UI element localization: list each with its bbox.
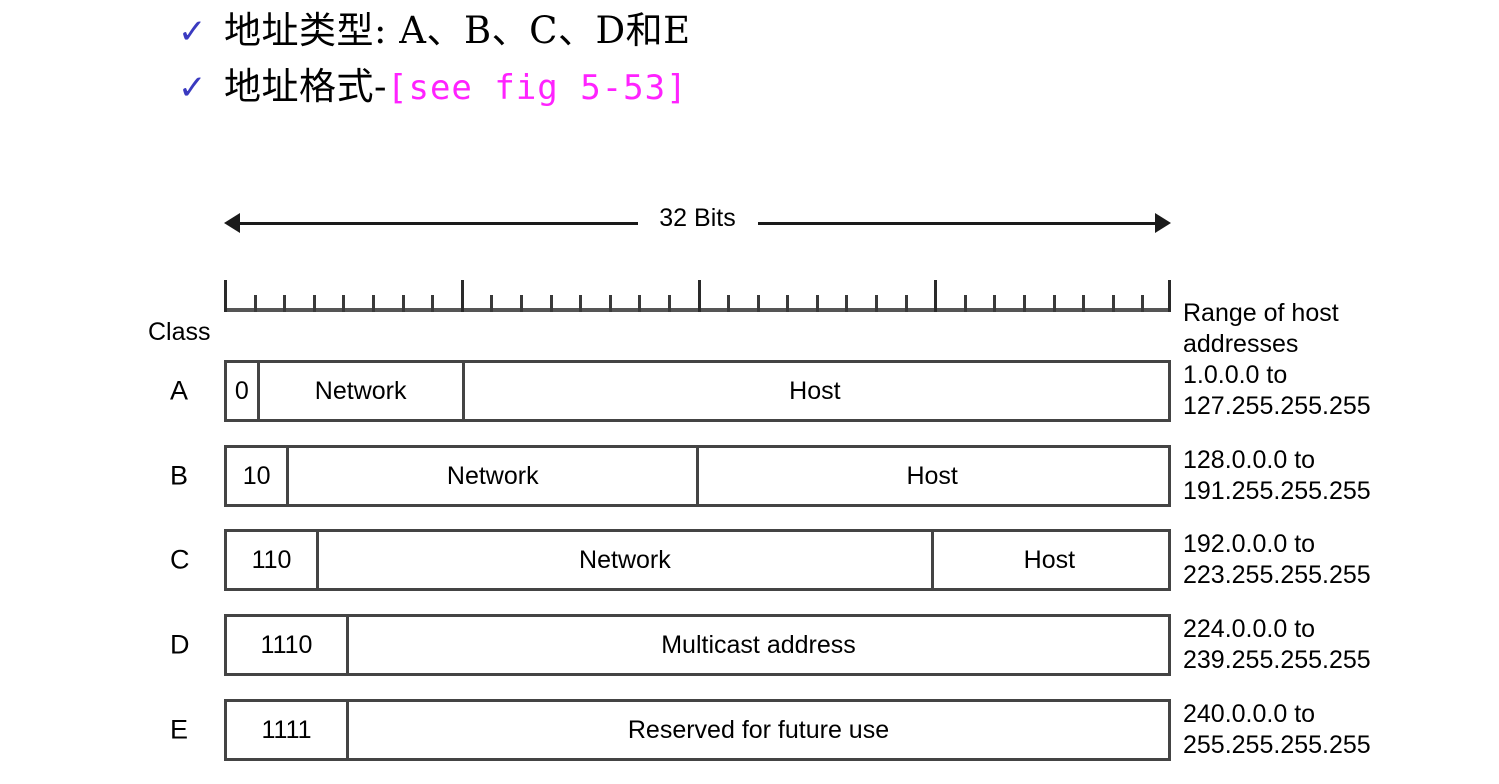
bullet-text-label: 地址格式- [224,65,388,108]
class-row: B 10 Network Host 128.0.0.0 to 191.255.255.2… [0,445,1499,507]
prefix-bits-cell: 110 [227,532,316,588]
field-cell: Multicast address [346,617,1168,673]
ruler-tick-minor [667,295,671,312]
checkmark-icon: ✓ [178,68,207,108]
bit-width-arrow: 32 Bits [224,204,1171,236]
field-cell: Host [696,448,1165,504]
ruler-tick-minor [608,295,612,312]
ruler-tick-minor [1141,295,1145,312]
field-label: Network [579,545,671,574]
ruler-tick-minor [815,295,819,312]
ruler-tick-minor [963,295,967,312]
ruler-tick-minor [371,295,375,312]
ruler-tick-major [934,280,938,312]
field-cell: Host [461,363,1165,419]
arrow-head-right-icon [1155,213,1171,233]
class-letter: D [170,629,190,660]
prefix-bits-cell: 1111 [227,702,346,758]
field-label: 110 [251,545,292,574]
ruler-tick-minor [845,295,849,312]
ruler-tick-minor [993,295,997,312]
field-cell: Network [316,532,931,588]
ruler-tick-minor [786,295,790,312]
ruler-tick-minor [549,295,553,312]
class-row: D 1110 Multicast address 224.0.0.0 to 239.2… [0,614,1499,676]
ruler-tick-minor [756,295,760,312]
arrow-line-left [234,222,638,225]
ruler-tick-major [460,280,464,312]
field-label: 1110 [260,630,313,659]
ruler-tick-minor [904,295,908,312]
field-label: Host [789,376,841,405]
ruler-tick-minor [1111,295,1115,312]
address-range: 1.0.0.0 to 127.255.255.255 [1183,361,1371,420]
figure-reference: [see fig 5-53] [387,68,688,108]
ruler-tick-minor [1052,295,1056,312]
bullet-text-address-format: 地址格式-[see fig 5-53] [224,56,688,110]
class-row-fields: 0 Network Host [224,360,1171,422]
field-label: Network [314,376,407,405]
address-range: 224.0.0.0 to 239.255.255.255 [1183,615,1371,674]
address-range: 240.0.0.0 to 255.255.255.255 [1183,700,1371,759]
ruler-tick-major [224,280,227,312]
ruler-tick-minor [638,295,642,312]
class-row: C 110 Network Host 192.0.0.0 to 223.255.255.… [0,529,1499,591]
field-label: Multicast address [661,630,856,659]
ruler-tick-minor [490,295,494,312]
field-cell: Network [256,363,462,419]
ruler-tick-minor [283,295,287,312]
class-row-fields: 110 Network Host [224,529,1171,591]
class-row-fields: 10 Network Host [224,445,1171,507]
class-row: E 1111 Reserved for future use 240.0.0.0 to… [0,699,1499,761]
ruler-tick-minor [1082,295,1086,312]
bullet-item-address-format: ✓ 地址格式-[see fig 5-53] [0,56,1499,112]
class-letter: B [170,460,189,491]
arrow-line-right [757,222,1161,225]
bit-width-label: 32 Bits [637,204,758,233]
ruler-tick-minor [1023,295,1027,312]
field-label: Host [1023,545,1076,574]
address-range: 192.0.0.0 to 223.255.255.255 [1183,530,1371,589]
ruler-tick-minor [727,295,731,312]
ruler-tick-minor [342,295,346,312]
range-column-header: Range of host addresses [1183,299,1339,358]
ruler-tick-minor [401,295,405,312]
bullet-item-address-type: ✓ 地址类型: A、B、C、D和E [0,0,1499,56]
class-letter: A [170,375,189,406]
address-range: 128.0.0.0 to 191.255.255.255 [1183,446,1371,505]
ruler-tick-minor [875,295,879,312]
field-cell: Reserved for future use [346,702,1168,758]
class-letter: C [170,544,190,575]
class-row: A 0 Network Host 1.0.0.0 to 127.255.255.255 [0,360,1499,422]
field-label: 0 [234,376,249,405]
prefix-bits-cell: 1110 [227,617,346,673]
field-cell: Host [930,532,1165,588]
ruler-tick-minor [431,295,435,312]
prefix-bits-cell: 10 [227,448,286,504]
field-cell: Network [286,448,696,504]
class-column-header: Class [148,318,211,346]
ruler-tick-major [697,280,701,312]
ip-address-class-diagram: 32 Bits Class Range of host addresses A 0… [0,150,1499,784]
field-label: 10 [242,461,271,490]
ruler-tick-minor [519,295,523,312]
field-label: Network [446,461,539,490]
class-row-fields: 1111 Reserved for future use [224,699,1171,761]
field-label: 1111 [261,715,312,744]
field-label: Reserved for future use [627,715,890,744]
checkmark-icon: ✓ [178,12,207,52]
bit-ruler [224,278,1171,312]
ruler-tick-minor [312,295,316,312]
prefix-bits-cell: 0 [227,363,257,419]
arrow-head-left-icon [224,213,240,233]
ruler-tick-minor [579,295,583,312]
ruler-tick-major [1168,280,1171,312]
field-label: Host [906,461,958,490]
class-letter: E [170,714,189,745]
bullet-text-address-type: 地址类型: A、B、C、D和E [224,9,691,52]
class-row-fields: 1110 Multicast address [224,614,1171,676]
bullet-list: ✓ 地址类型: A、B、C、D和E ✓ 地址格式-[see fig 5-53] [0,0,1499,112]
ruler-tick-minor [253,295,257,312]
